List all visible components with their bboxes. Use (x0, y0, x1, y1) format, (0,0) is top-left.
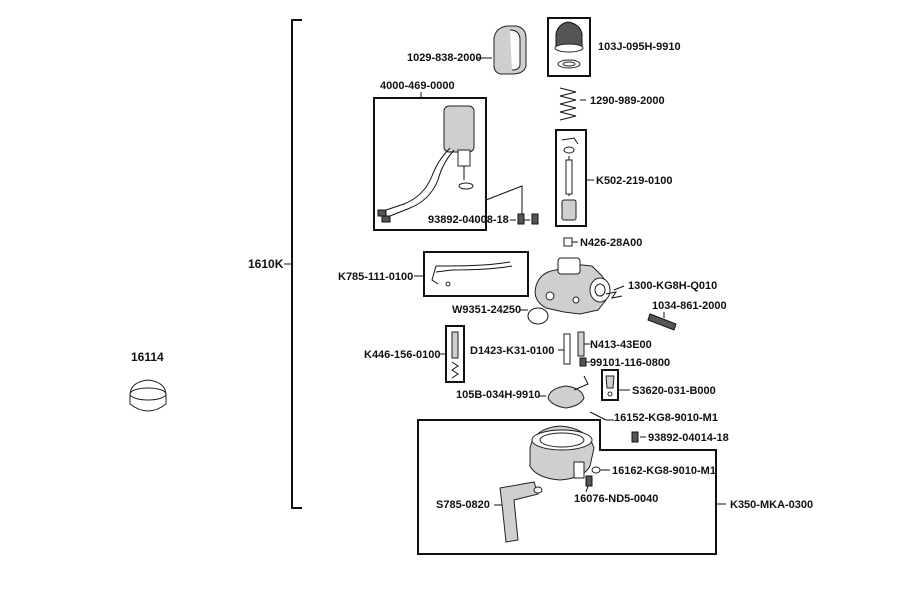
part-p08: K785-111-0100 (338, 251, 529, 297)
part-label-p19: 93892-04014-18 (648, 432, 729, 444)
part-p21: S785-0820 (436, 481, 543, 543)
o-ring-icon (527, 307, 549, 325)
part-label-p15: 99101-116-0800 (590, 357, 670, 369)
part-p20: 16162-KG8-9010-M1 (591, 465, 716, 477)
part-p06: 93892-04008-18 (428, 213, 539, 226)
needle-jet-icon (563, 333, 571, 365)
part-label-p18: 16152-KG8-9010-M1 (614, 412, 718, 424)
part-label-p21: S785-0820 (436, 499, 490, 511)
part-p02: 103J-095H-9910 (547, 17, 681, 77)
part-label-p05: K502-219-0100 (596, 175, 672, 187)
part-p17: 105B-034H-9910 (456, 375, 589, 409)
spring-icon (559, 87, 577, 121)
part-label-p17: 105B-034H-9910 (456, 389, 540, 401)
part-p19: 93892-04014-18 (631, 431, 729, 444)
screw-icon (631, 431, 639, 443)
part-label-p03: 4000-469-0000 (380, 80, 455, 92)
pin-icon (589, 411, 607, 421)
screw-icon (517, 213, 525, 225)
throttle-slide-icon (561, 199, 577, 221)
part-p12: N413-43E00 (577, 331, 652, 357)
part-label-p07: N426-28A00 (580, 237, 642, 249)
drain-screw-icon (585, 475, 593, 487)
jet-icon (579, 357, 587, 367)
part-p11: W9351-24250 (452, 304, 549, 325)
part-label-p12: N413-43E00 (590, 339, 652, 351)
gasket-icon (591, 466, 601, 474)
part-p23: K350-MKA-0300 (417, 419, 813, 555)
drain-hose-icon (499, 481, 539, 543)
pilot-jet-icon (451, 331, 459, 359)
part-label-p08: K785-111-0100 (338, 271, 413, 283)
tube-icon (436, 261, 511, 267)
part-label-p11: W9351-24250 (452, 304, 521, 316)
part-p09: 1300-KG8H-Q010 (605, 280, 717, 299)
part-p01: 1029-838-2000 (407, 25, 527, 75)
part-p15: 99101-116-0800 (579, 357, 670, 369)
part-label-p04: 1290-989-2000 (590, 95, 665, 107)
part-p05: K502-219-0100 (555, 129, 672, 227)
assembly-label-main: 1610K (248, 257, 284, 271)
part-p18: 16152-KG8-9010-M1 (589, 411, 718, 424)
cap-label: 16114 (131, 350, 164, 364)
adjust-screw-icon (647, 313, 677, 331)
part-label-p06: 93892-04008-18 (428, 214, 509, 226)
cap-part: 16114 (129, 350, 167, 412)
part-p03: 4000-469-0000 (373, 80, 523, 231)
part-p14: D1423-K31-0100 (470, 333, 571, 365)
part-label-p13: K446-156-0100 (364, 349, 440, 361)
part-p10: 1034-861-2000 (647, 300, 727, 331)
part-label-p14: D1423-K31-0100 (470, 345, 554, 357)
part-label-p20: 16162-KG8-9010-M1 (612, 465, 716, 477)
auto-choke-icon (443, 105, 475, 153)
nut-icon (563, 237, 573, 247)
float-icon (547, 385, 585, 409)
part-label-p02: 103J-095H-9910 (598, 41, 681, 53)
part-label-p23: K350-MKA-0300 (730, 499, 813, 511)
main-jet-icon (577, 331, 585, 357)
part-label-p10: 1034-861-2000 (652, 300, 727, 312)
part-label-p22: 16076-ND5-0040 (574, 493, 658, 505)
part-label-p01: 1029-838-2000 (407, 52, 482, 64)
float-valve-icon (605, 375, 615, 389)
part-p07: N426-28A00 (563, 237, 642, 249)
part-p13: K446-156-0100 (364, 325, 465, 383)
part-p22: 16076-ND5-0040 (574, 475, 658, 505)
idle-screw-icon (605, 291, 623, 299)
part-p04: 1290-989-2000 (559, 87, 665, 121)
assembly-bracket: 1610K (248, 19, 302, 509)
part-p16: S3620-031-B000 (601, 369, 716, 401)
part-label-p09: 1300-KG8H-Q010 (628, 280, 717, 292)
carburetor-body (534, 257, 611, 315)
part-label-p16: S3620-031-B000 (632, 385, 716, 397)
diaphragm-icon (555, 21, 583, 49)
cover-icon (493, 25, 527, 75)
